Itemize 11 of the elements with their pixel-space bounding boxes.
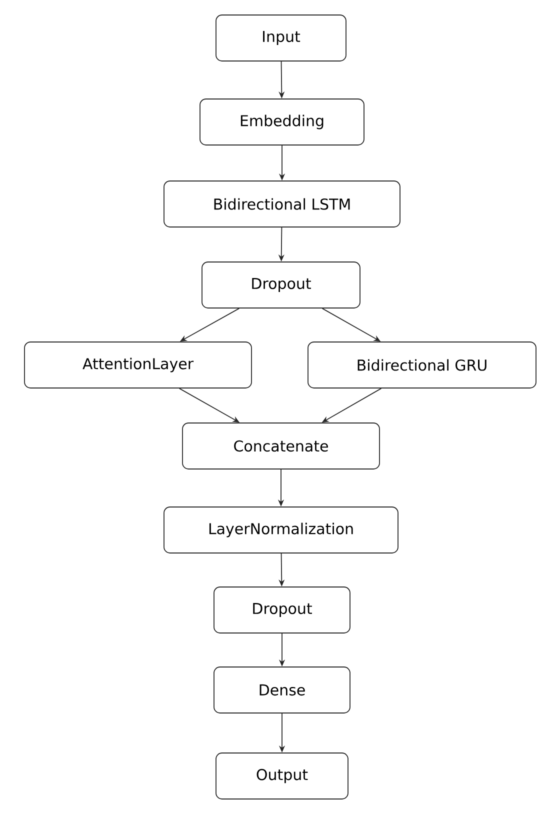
layer-box: Bidirectional LSTM (164, 180, 400, 228)
layer-box: Input (216, 14, 346, 62)
layer-box: LayerNormalization (164, 506, 398, 554)
layer-box: Dropout (214, 586, 350, 634)
layer-box: Output (216, 752, 348, 800)
layer-box: Bidirectional GRU (308, 342, 536, 388)
layer-box: Dropout (202, 262, 360, 308)
layer-box: Dense (214, 666, 350, 714)
layer-box: Embedding (200, 98, 364, 146)
layer-box: Concatenate (182, 422, 380, 470)
layer-box: AttentionLayer (24, 342, 252, 388)
